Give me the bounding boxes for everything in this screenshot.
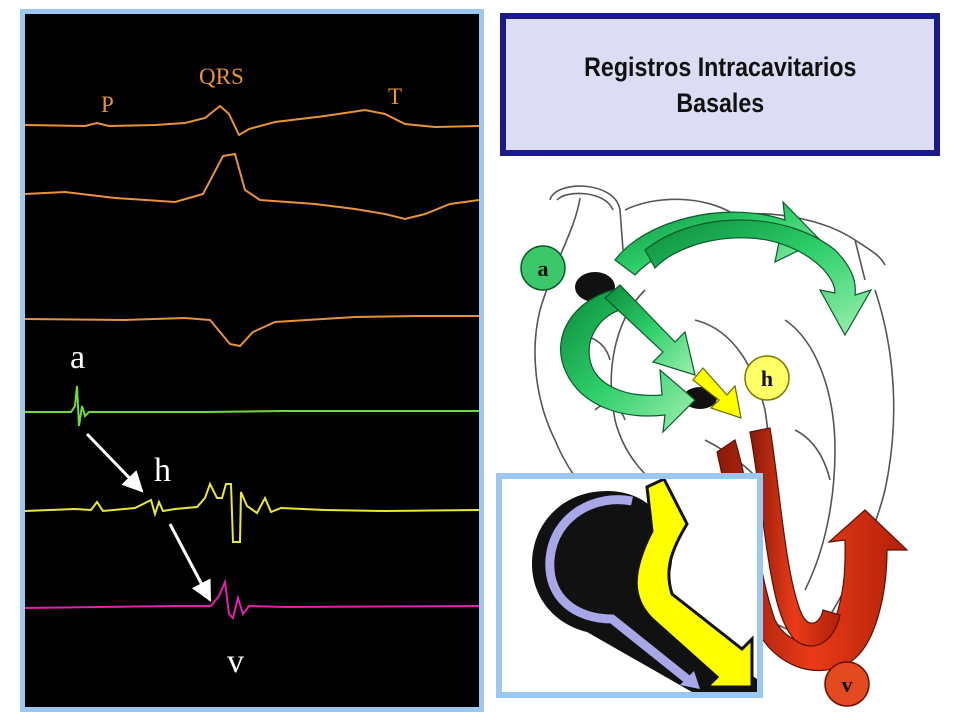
h-to-v-arrow [168, 523, 212, 602]
title-line-2: Basales [676, 87, 764, 118]
t-wave-label: T [388, 84, 402, 109]
svg-text:v: v [842, 672, 853, 697]
ventricular-badge: v [824, 661, 870, 707]
atrial-activation-arrow-right [644, 219, 873, 337]
surface-lead-2 [25, 152, 479, 221]
ventricular-activation-arrow-inner [749, 427, 841, 647]
atrial-badge: a [520, 245, 566, 291]
internodal-arrow [604, 284, 696, 376]
svg-text:h: h [761, 366, 773, 391]
slide-title: Registros Intracavitarios Basales [584, 49, 856, 121]
title-box: Registros Intracavitarios Basales [500, 13, 940, 156]
heart-diagram: a h v [520, 185, 909, 707]
ecg-tracings: P QRS T a h v [25, 64, 479, 680]
surface-lead-1 [25, 104, 479, 137]
atrial-activation-arrow-left [560, 289, 696, 434]
qrs-label: QRS [199, 64, 244, 89]
a-to-h-arrow [85, 432, 144, 493]
ventricular-electrogram [25, 578, 479, 620]
atrial-electrogram [25, 385, 479, 427]
title-line-1: Registros Intracavitarios [583, 51, 857, 82]
his-badge: h [744, 355, 790, 401]
svg-text:a: a [538, 256, 549, 281]
his-label: h [154, 452, 171, 489]
surface-lead-3 [25, 315, 479, 348]
inset-his-arrow [634, 479, 754, 689]
his-electrogram [25, 481, 479, 543]
av-node-inset-drawing [532, 479, 757, 692]
ecg-panel: P QRS T a h v [20, 9, 484, 712]
p-wave-label: P [101, 92, 114, 117]
conduction-path-arrowhead [680, 671, 700, 689]
his-arrow [692, 367, 742, 419]
atrial-label: a [70, 339, 85, 376]
ventricular-label: v [227, 643, 244, 680]
av-node-inset [496, 473, 763, 698]
conduction-path [545, 495, 690, 683]
